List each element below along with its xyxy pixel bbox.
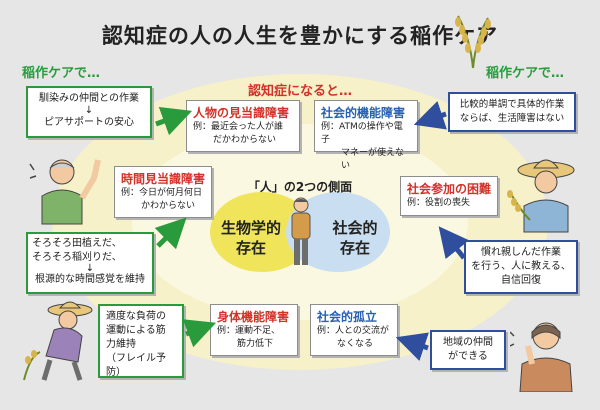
- navy-text-line: ができる: [448, 351, 488, 362]
- green-box-peer: 馴染みの仲間との作業 ↓ ピアサポートの安心: [26, 86, 152, 138]
- green-box-muscle: 適度な負荷の 運動による筋 力維持 （フレイル予防）: [98, 304, 184, 378]
- center-person-icon: [291, 197, 311, 265]
- bio-label: 生物学的 存在: [218, 218, 284, 258]
- green-box-season: そろそろ田植えだ、 そろそろ稲刈りだ、 ↓ 根源的な時間感覚を維持: [26, 232, 154, 294]
- box-social-function: 社会的機能障害 例：ATMの操作や電子 マネーが使えない: [314, 100, 418, 171]
- left-section-header: 稲作ケアで…: [22, 66, 101, 81]
- farmer-harvesting-illustration: [23, 301, 93, 381]
- box-head: 人物の見当識障害: [193, 106, 290, 120]
- bio-label-line: 生物学的: [220, 219, 281, 237]
- navy-text-line: 地域の仲間: [443, 337, 493, 348]
- navy-text-line: を行う、人に教える、: [471, 261, 571, 272]
- box-head: 社会的孤立: [317, 310, 378, 324]
- green-text-line: 根源的な時間感覚を維持: [35, 274, 145, 285]
- green-text-line: 力維持: [106, 339, 136, 350]
- box-body-line: 例：今日が何月何日: [121, 188, 203, 198]
- navy-text-line: ならば、生活障害はない: [459, 113, 565, 124]
- green-text-line: ピアサポートの安心: [44, 117, 134, 128]
- box-body-line: マネーが使えない: [341, 148, 405, 171]
- box-isolation: 社会的孤立 例：人との交流が なくなる: [310, 304, 398, 356]
- bio-circle: [210, 192, 314, 272]
- social-label-line: 存在: [339, 239, 370, 257]
- box-body-line: 筋力低下: [237, 339, 274, 349]
- right-section-header: 稲作ケアで…: [486, 66, 565, 81]
- box-time-recognition: 時間見当識障害 例：今日が何月何日 かわからない: [114, 166, 212, 218]
- navy-box-confidence: 慣れ親しんだ作業 を行う、人に教える、 自信回復: [464, 240, 578, 294]
- navy-text-line: 比較的単調で具体的作業: [459, 99, 565, 110]
- social-label-line: 社会的: [332, 219, 378, 237]
- box-body-line: 例：ATMの操作や電子: [321, 122, 403, 145]
- box-body-function: 身体機能障害 例：運動不足、 筋力低下: [210, 304, 298, 356]
- green-text-line: （フレイル予防）: [106, 353, 166, 378]
- box-body-line: なくなる: [337, 339, 374, 349]
- box-body-line: 例：役割の喪失: [407, 198, 471, 208]
- box-body-line: だかわからない: [213, 135, 277, 145]
- box-head: 時間見当識障害: [121, 172, 206, 186]
- box-body-line: 例：最近会った人が誰: [193, 122, 284, 132]
- green-text-line: 適度な負荷の: [106, 311, 166, 322]
- center-title: 「人」の2つの側面: [247, 180, 353, 194]
- box-body-line: 例：人との交流が: [317, 326, 389, 336]
- green-text-line: 馴染みの仲間との作業: [39, 93, 139, 104]
- center-section-header: 認知症になると…: [248, 84, 353, 99]
- box-head: 社会的機能障害: [321, 106, 406, 120]
- down-arrow: ↓: [84, 105, 94, 116]
- down-arrow: ↓: [85, 263, 95, 274]
- box-head: 社会参加の困難: [407, 182, 492, 196]
- navy-text-line: 慣れ親しんだ作業: [481, 247, 561, 258]
- navy-text-line: 自信回復: [501, 275, 541, 286]
- box-body-line: 例：運動不足、: [217, 326, 281, 336]
- social-circle: [286, 192, 390, 272]
- box-head: 身体機能障害: [217, 310, 290, 324]
- rice-icon: [455, 15, 491, 69]
- green-text-line: そろそろ稲刈りだ、: [32, 252, 122, 263]
- box-recognition: 人物の見当識障害 例：最近会った人が誰 だかわからない: [186, 100, 300, 152]
- bio-label-line: 存在: [235, 239, 266, 257]
- navy-box-friends: 地域の仲間 ができる: [430, 330, 506, 370]
- social-label: 社会的 存在: [322, 218, 388, 258]
- page-title: 認知症の人の人生を豊かにする稲作ケア: [101, 24, 499, 48]
- elderly-man-pointing-illustration: [29, 159, 101, 225]
- elderly-woman-illustration: [510, 322, 573, 392]
- green-text-line: そろそろ田植えだ、: [32, 238, 122, 249]
- box-body-line: かわからない: [141, 201, 196, 211]
- green-text-line: 運動による筋: [106, 325, 166, 336]
- navy-box-simple: 比較的単調で具体的作業 ならば、生活障害はない: [448, 92, 576, 132]
- box-participation: 社会参加の困難 例：役割の喪失: [400, 176, 498, 216]
- farmer-with-straw-hat-illustration: [507, 159, 575, 233]
